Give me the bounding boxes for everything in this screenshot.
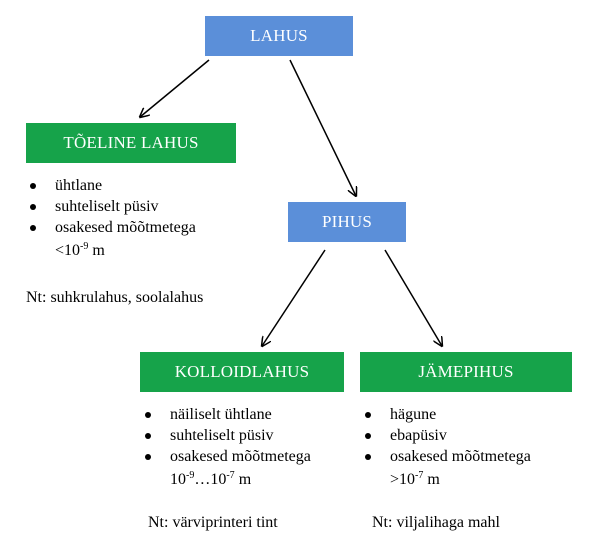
size-value: …10 bbox=[194, 471, 227, 488]
node-pihus-label: PIHUS bbox=[321, 212, 373, 231]
arrow-lahus-to-toeline bbox=[140, 59, 210, 117]
node-pihus: PIHUS bbox=[288, 202, 406, 242]
size-range: 10-9…10-7 m bbox=[170, 466, 360, 489]
jamepihus-properties: hägune ebapüsiv osakesed mõõtmetega >10-… bbox=[360, 405, 595, 491]
list-item: osakesed mõõtmetega <10-9 m bbox=[25, 218, 285, 260]
size-unit: m bbox=[234, 471, 252, 488]
node-toeline-lahus: TÕELINE LAHUS bbox=[26, 123, 236, 163]
size-exponent: -9 bbox=[80, 241, 89, 252]
size-value: 10 bbox=[170, 471, 186, 488]
node-toeline-lahus-label: TÕELINE LAHUS bbox=[63, 133, 199, 152]
list-item: osakesed mõõtmetega >10-7 m bbox=[360, 447, 595, 489]
size-exponent: -7 bbox=[415, 470, 424, 481]
size-exponent: -7 bbox=[226, 470, 235, 481]
property-text: suhteliselt püsiv bbox=[170, 427, 274, 444]
property-text: osakesed mõõtmetega bbox=[55, 219, 196, 236]
kolloidlahus-example: Nt: värviprinteri tint bbox=[148, 514, 278, 531]
size-range: >10-7 m bbox=[390, 466, 595, 489]
arrow-pihus-to-jamepihus bbox=[384, 249, 442, 346]
list-item: ebapüsiv bbox=[360, 426, 595, 445]
list-item: suhteliselt püsiv bbox=[140, 426, 360, 445]
size-unit: m bbox=[423, 471, 440, 488]
node-lahus-label: LAHUS bbox=[250, 26, 308, 45]
node-kolloidlahus-label: KOLLOIDLAHUS bbox=[174, 362, 310, 381]
jamepihus-example: Nt: viljalihaga mahl bbox=[372, 514, 500, 531]
size-value: >10 bbox=[390, 471, 416, 488]
toeline-lahus-example: Nt: suhkrulahus, soolalahus bbox=[26, 289, 204, 306]
property-text: osakesed mõõtmetega bbox=[170, 448, 311, 465]
list-item: näiliselt ühtlane bbox=[140, 405, 360, 424]
toeline-lahus-properties: ühtlane suhteliselt püsiv osakesed mõõtm… bbox=[25, 176, 285, 262]
list-item: suhteliselt püsiv bbox=[25, 197, 285, 216]
property-text: osakesed mõõtmetega bbox=[390, 448, 531, 465]
size-range: <10-9 m bbox=[55, 237, 285, 260]
property-text: ühtlane bbox=[55, 177, 103, 194]
size-exponent: -9 bbox=[186, 470, 195, 481]
property-text: suhteliselt püsiv bbox=[55, 198, 159, 215]
node-kolloidlahus: KOLLOIDLAHUS bbox=[140, 352, 344, 392]
size-value: <10 bbox=[55, 242, 81, 259]
node-jamepihus: JÄMEPIHUS bbox=[360, 352, 572, 392]
property-text: hägune bbox=[390, 406, 437, 423]
node-lahus: LAHUS bbox=[205, 16, 353, 56]
list-item: osakesed mõõtmetega 10-9…10-7 m bbox=[140, 447, 360, 489]
node-jamepihus-label: JÄMEPIHUS bbox=[418, 362, 514, 381]
list-item: ühtlane bbox=[25, 176, 285, 195]
list-item: hägune bbox=[360, 405, 595, 424]
kolloidlahus-properties: näiliselt ühtlane suhteliselt püsiv osak… bbox=[140, 405, 360, 491]
property-text: näiliselt ühtlane bbox=[170, 406, 272, 423]
size-unit: m bbox=[88, 242, 105, 259]
arrow-lahus-to-pihus bbox=[289, 59, 356, 196]
arrow-pihus-to-kolloid bbox=[262, 249, 326, 346]
property-text: ebapüsiv bbox=[390, 427, 447, 444]
